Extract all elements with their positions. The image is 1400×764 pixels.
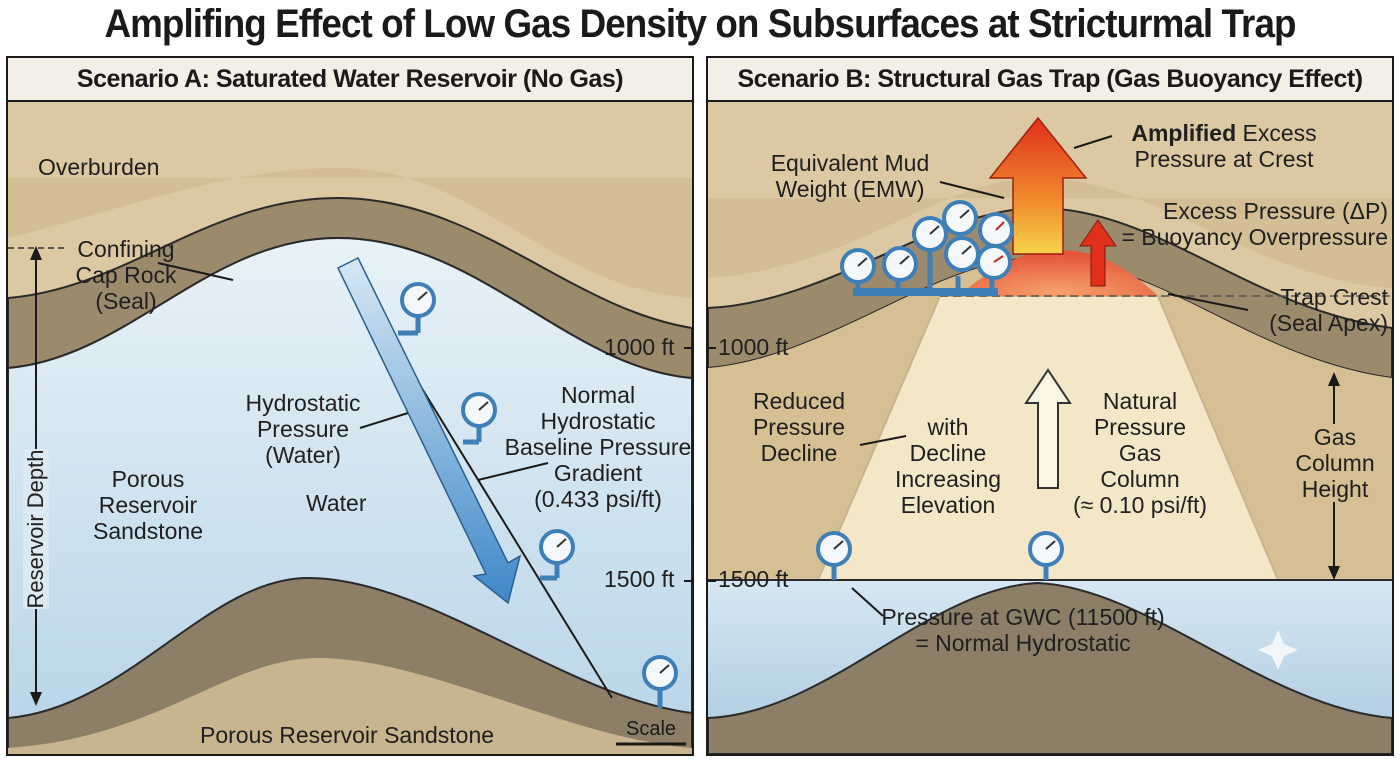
panel-a-art xyxy=(8,98,692,754)
pressure-gauge-icon xyxy=(398,282,436,336)
up-arrow-icon xyxy=(1024,368,1072,489)
up-arrow-icon xyxy=(988,116,1088,255)
bottom-sandstone-label: Porous Reservoir Sandstone xyxy=(200,722,495,748)
trap-crest-label: Trap Crest(Seal Apex) xyxy=(1269,284,1388,336)
pressure-gauge-icon xyxy=(912,216,948,252)
panel-b-heading: Scenario B: Structural Gas Trap (Gas Buo… xyxy=(708,58,1392,102)
gwc-pressure-label: Pressure at GWC (11500 ft)= Normal Hydro… xyxy=(881,604,1165,656)
excess-pressure-label: Excess Pressure (ΔP)= Buoyancy Overpress… xyxy=(1121,198,1388,250)
panel-scenario-b: Scenario B: Structural Gas Trap (Gas Buo… xyxy=(706,56,1394,756)
panel-b-art xyxy=(708,98,1392,754)
panel-a-heading: Scenario A: Saturated Water Reservoir (N… xyxy=(8,58,692,102)
water-label: Water xyxy=(306,490,367,516)
depth-1500-label: 1500 ft xyxy=(604,566,675,592)
sparkle-icon xyxy=(1258,630,1298,670)
up-arrow-icon xyxy=(1079,219,1117,287)
pressure-gauge-icon xyxy=(1028,531,1064,580)
scale-label: Scale xyxy=(626,718,677,740)
depth-1500-label-b: 1500 ft xyxy=(718,566,789,592)
depth-1000-label: 1000 ft xyxy=(604,334,675,360)
pressure-gauge-icon xyxy=(816,531,852,580)
panel-scenario-a: Scenario A: Saturated Water Reservoir (N… xyxy=(6,56,694,756)
pressure-gauge-icon xyxy=(942,200,978,236)
amplified-excess-label: Amplified Excess Pressure at Crest xyxy=(1131,120,1317,172)
pressure-gauge-icon xyxy=(944,236,980,272)
lower-rock xyxy=(708,581,1392,754)
pressure-gauge-icon xyxy=(461,392,497,445)
diagram-title: Amplifing Effect of Low Gas Density on S… xyxy=(104,2,1296,46)
pressure-gauge-icon xyxy=(840,248,876,284)
crest-overpressure xyxy=(958,250,1158,296)
reservoir-depth-label: Reservoir Depth xyxy=(23,449,49,609)
pressure-gauge-icon xyxy=(882,246,918,282)
pressure-gauge-icon xyxy=(539,529,575,581)
depth-1000-label-b: 1000 ft xyxy=(718,334,789,360)
hydrostatic-arrow xyxy=(337,256,522,605)
overburden-label: Overburden xyxy=(38,154,160,180)
pressure-gauge-icon xyxy=(976,244,1012,280)
pressure-gauge-icon xyxy=(978,212,1014,248)
water-reservoir xyxy=(8,236,692,754)
pressure-gauge-icon xyxy=(642,655,678,708)
